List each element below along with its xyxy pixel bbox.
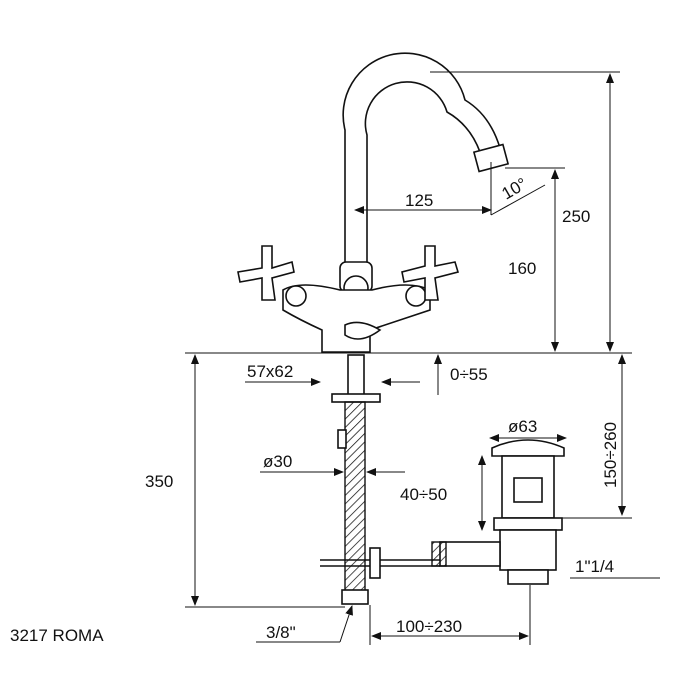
- dim-pop-up-height: 150÷260: [601, 422, 620, 488]
- pop-up-drain: [431, 439, 565, 585]
- dim-rod-length: 100÷230: [396, 617, 462, 636]
- dim-deck-thickness: 0÷55: [450, 365, 488, 384]
- shank-and-hose: [320, 354, 440, 605]
- dim-drain-diameter: ø63: [508, 417, 537, 436]
- dim-hose-connection: 3/8": [266, 623, 296, 642]
- dim-spout-reach: 125: [405, 191, 433, 210]
- dim-drain-thread-length: 40÷50: [400, 485, 447, 504]
- dim-hose-length: 350: [145, 472, 173, 491]
- dim-spout-height: 160: [508, 259, 536, 278]
- dim-base-size: 57x62: [247, 362, 293, 381]
- left-cross-handle: [237, 245, 295, 301]
- dim-shank-diameter: ø30: [263, 452, 292, 471]
- dim-drain-thread: 1"1/4: [575, 557, 614, 576]
- dim-spout-angle: 10°: [499, 174, 531, 203]
- dim-total-height: 250: [562, 207, 590, 226]
- model-title: 3217 ROMA: [10, 626, 104, 645]
- right-cross-handle: [401, 245, 460, 301]
- mixer-body: [282, 261, 431, 353]
- spout: [342, 52, 510, 268]
- dimension-lines: [185, 71, 660, 645]
